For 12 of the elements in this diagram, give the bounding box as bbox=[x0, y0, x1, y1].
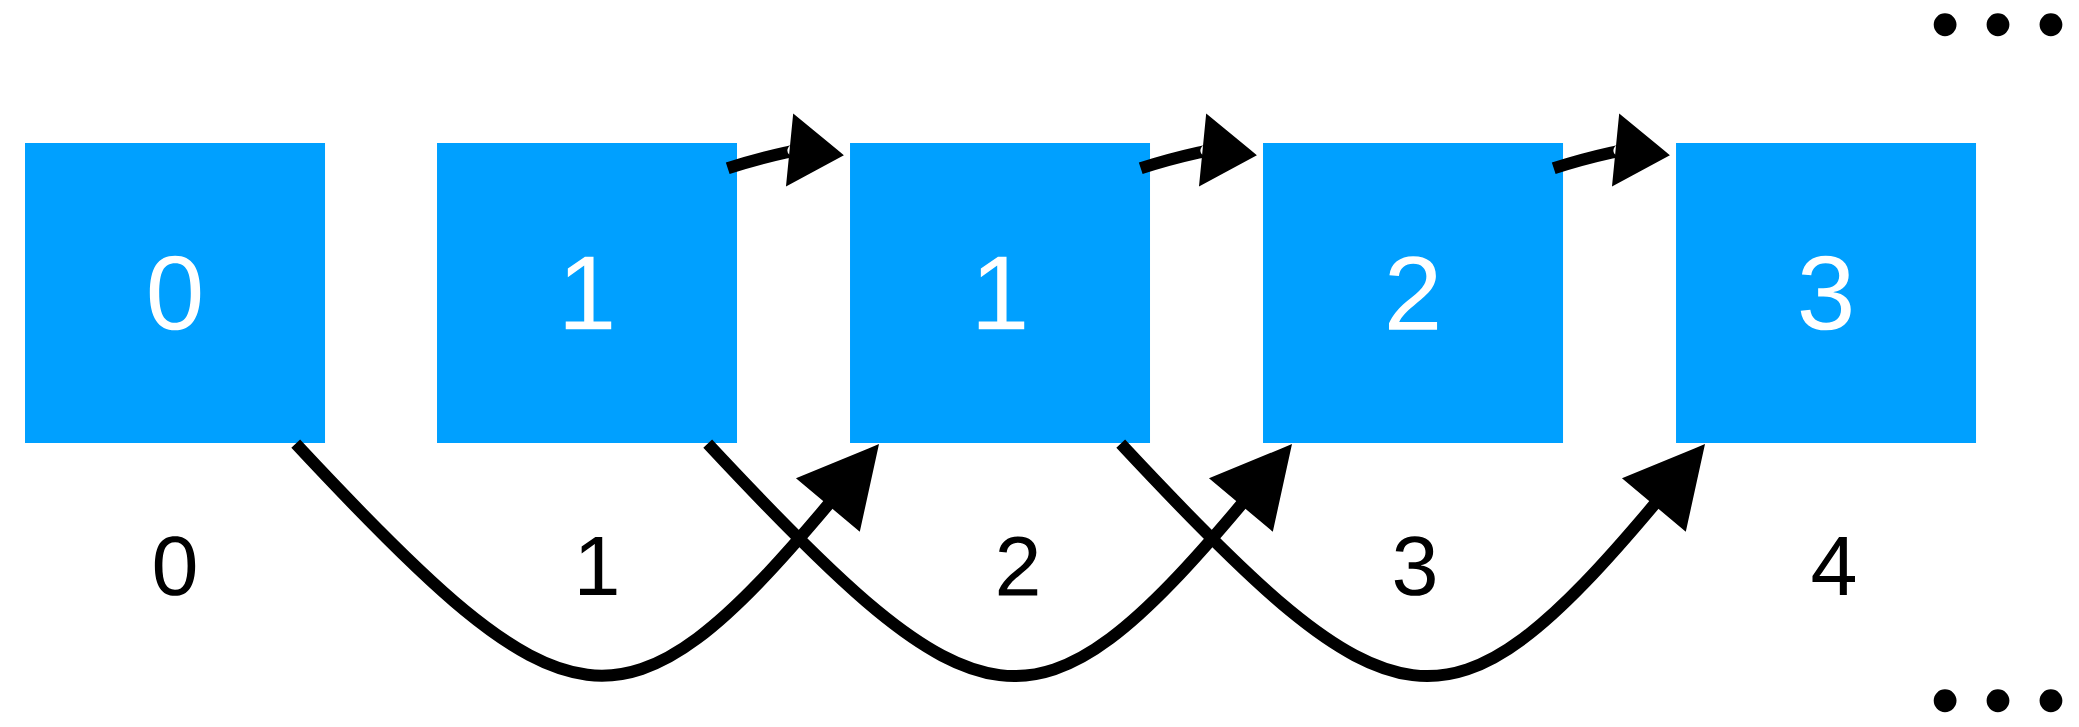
index-label: 4 bbox=[1812, 537, 1855, 595]
index-label: 1 bbox=[580, 537, 617, 595]
index-label: 0 bbox=[154, 536, 196, 596]
array-box: 1 bbox=[850, 143, 1150, 443]
array-box: 0 bbox=[25, 143, 325, 443]
index-label: 2 bbox=[998, 536, 1038, 596]
array-box: 2 bbox=[1263, 143, 1564, 443]
ellipsis: • • • bbox=[1933, 689, 2063, 713]
ellipsis: • • • bbox=[1933, 13, 2063, 37]
array-box: 3 bbox=[1676, 143, 1976, 443]
index-label: 3 bbox=[1394, 536, 1435, 596]
array-box: 1 bbox=[437, 143, 737, 443]
